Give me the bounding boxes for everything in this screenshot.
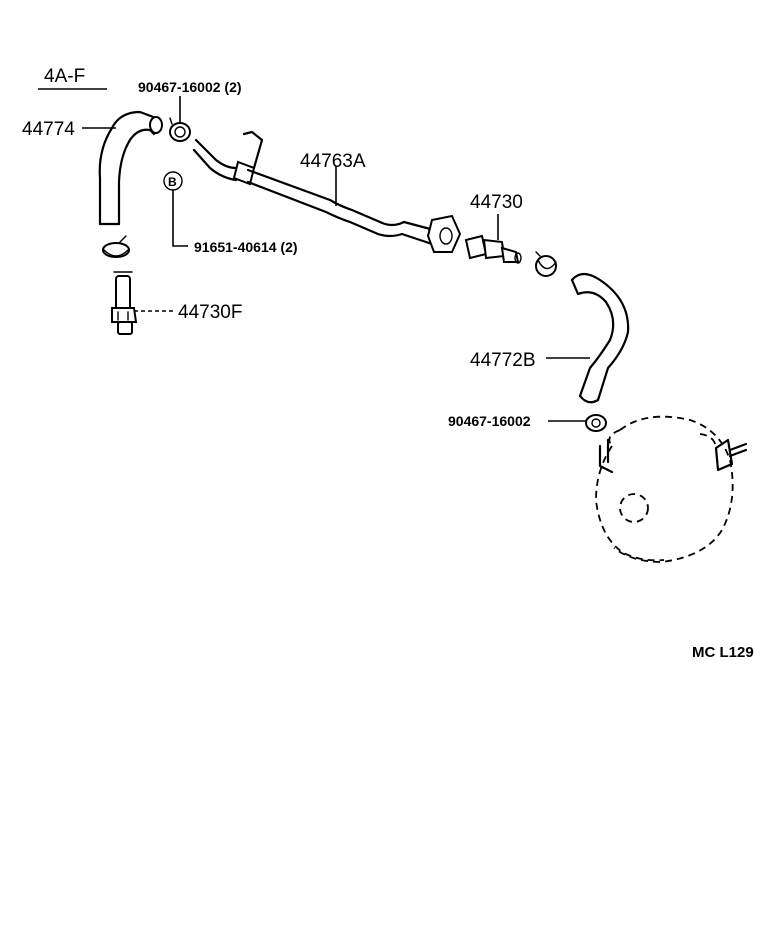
code-label: MC L129 — [692, 644, 754, 661]
variant-label: 4A-F — [44, 66, 85, 87]
clip-top[interactable] — [169, 117, 191, 142]
label-44774: 44774 — [22, 119, 75, 140]
clip-44772B-upper[interactable] — [535, 251, 557, 277]
valve-44730[interactable] — [464, 234, 522, 264]
hose-44772B[interactable] — [570, 272, 630, 404]
bolt-letter: B — [168, 175, 177, 189]
clip-bottom[interactable] — [585, 414, 607, 432]
leader-bolt — [172, 190, 188, 247]
label-bolt-91651: 91651-40614 (2) — [194, 239, 298, 255]
pipe-44763A[interactable] — [192, 130, 462, 253]
label-44730F: 44730F — [178, 302, 242, 323]
valve-44730F[interactable] — [111, 271, 138, 335]
label-44772B: 44772B — [470, 350, 536, 371]
label-44763A: 44763A — [300, 151, 366, 172]
clip-44774-lower[interactable] — [102, 235, 130, 258]
bolt-marker[interactable]: B — [163, 171, 183, 191]
variant-label-group: 4A-F — [38, 66, 107, 90]
label-44730: 44730 — [470, 192, 523, 213]
vacuum-booster-icon — [595, 415, 748, 563]
label-clip-top: 90467-16002 (2) — [138, 79, 242, 95]
label-clip-bottom: 90467-16002 — [448, 413, 531, 429]
